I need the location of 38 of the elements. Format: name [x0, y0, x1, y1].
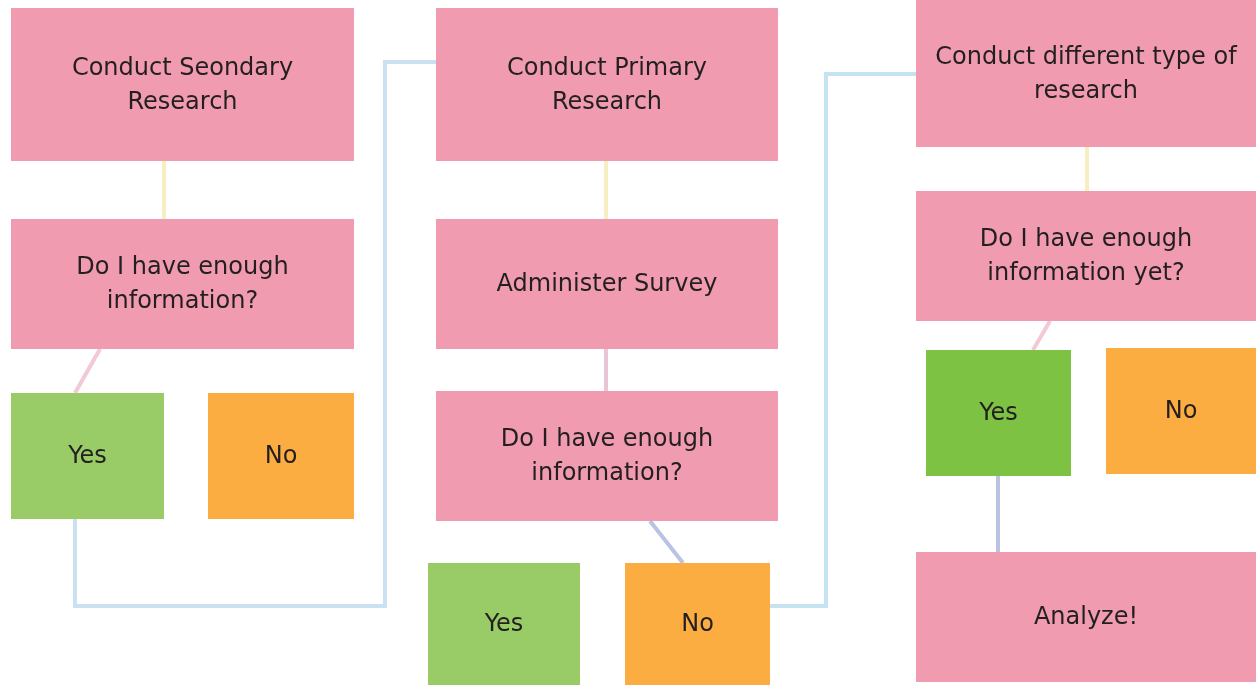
- process-box: [436, 8, 778, 161]
- connector-line: [162, 161, 166, 219]
- no-box: [625, 563, 770, 685]
- connector-line: [73, 60, 436, 608]
- process-box: [11, 8, 354, 161]
- process-box: [436, 391, 778, 521]
- connector-line: [73, 348, 102, 394]
- no-box: [208, 393, 354, 519]
- process-box: [916, 0, 1256, 147]
- node-label: Conduct Primary Research: [505, 51, 709, 117]
- node-label: Yes: [979, 397, 1018, 429]
- connector-line: [648, 519, 685, 565]
- node-label: Analyze!: [1033, 601, 1139, 633]
- node-label: Do I have enough information?: [75, 251, 290, 316]
- connector-line: [1031, 320, 1052, 351]
- node-label: Do I have enough information yet?: [978, 223, 1194, 288]
- yes-box: [428, 563, 580, 685]
- process-box: [916, 552, 1256, 682]
- connector-line: [604, 161, 608, 219]
- node-label: No: [681, 608, 714, 640]
- node-label: No: [1164, 395, 1198, 427]
- node-label: Do I have enough information?: [499, 423, 715, 488]
- yes-box: [926, 350, 1071, 476]
- node-label: Administer Survey: [496, 268, 718, 300]
- connector-line: [604, 349, 608, 391]
- no-box: [1106, 348, 1256, 474]
- yes-box: [11, 393, 164, 519]
- connector-line: [996, 476, 1000, 552]
- node-label: No: [264, 440, 298, 472]
- process-box: [916, 191, 1256, 321]
- node-label: Yes: [68, 440, 107, 472]
- connector-line: [770, 72, 916, 608]
- node-label: Conduct different type of research: [934, 40, 1239, 106]
- node-label: Conduct Seondary Research: [70, 51, 295, 117]
- process-box: [436, 219, 778, 349]
- process-box: [11, 219, 354, 349]
- node-label: Yes: [484, 608, 524, 640]
- connector-line: [1085, 147, 1089, 191]
